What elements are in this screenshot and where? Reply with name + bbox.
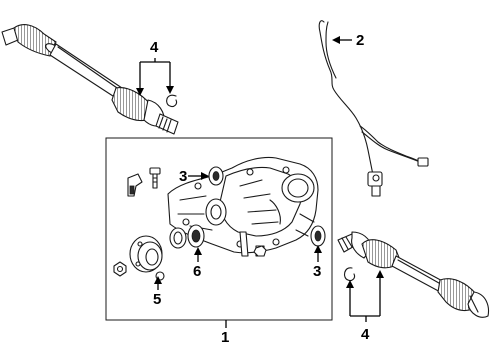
vent-cable-assembly xyxy=(318,20,429,197)
flange-nut xyxy=(113,261,127,277)
snap-ring-upper xyxy=(166,94,178,108)
snap-ring-lower xyxy=(343,267,356,282)
mounting-bolt xyxy=(149,167,161,189)
speed-sensor xyxy=(127,173,143,197)
callout-3-lower: 3 xyxy=(313,263,322,280)
axle-seal-upper xyxy=(208,166,224,186)
callout-5: 5 xyxy=(153,291,162,308)
callout-4-lower: 4 xyxy=(361,326,370,343)
leader-lines xyxy=(136,36,384,328)
differential-housing xyxy=(167,156,319,257)
callout-4-upper: 4 xyxy=(150,39,159,56)
callout-3-upper: 3 xyxy=(179,168,188,185)
drain-plug xyxy=(253,245,267,257)
pinion-seal xyxy=(169,224,205,249)
left-half-shaft xyxy=(1,24,179,135)
callout-1: 1 xyxy=(221,329,230,346)
axle-seal-lower xyxy=(310,225,326,247)
callout-2: 2 xyxy=(356,32,365,49)
callout-6: 6 xyxy=(193,263,202,280)
pinion-flange xyxy=(129,235,163,273)
assembly-frame xyxy=(105,137,333,321)
right-half-shaft xyxy=(337,231,490,318)
